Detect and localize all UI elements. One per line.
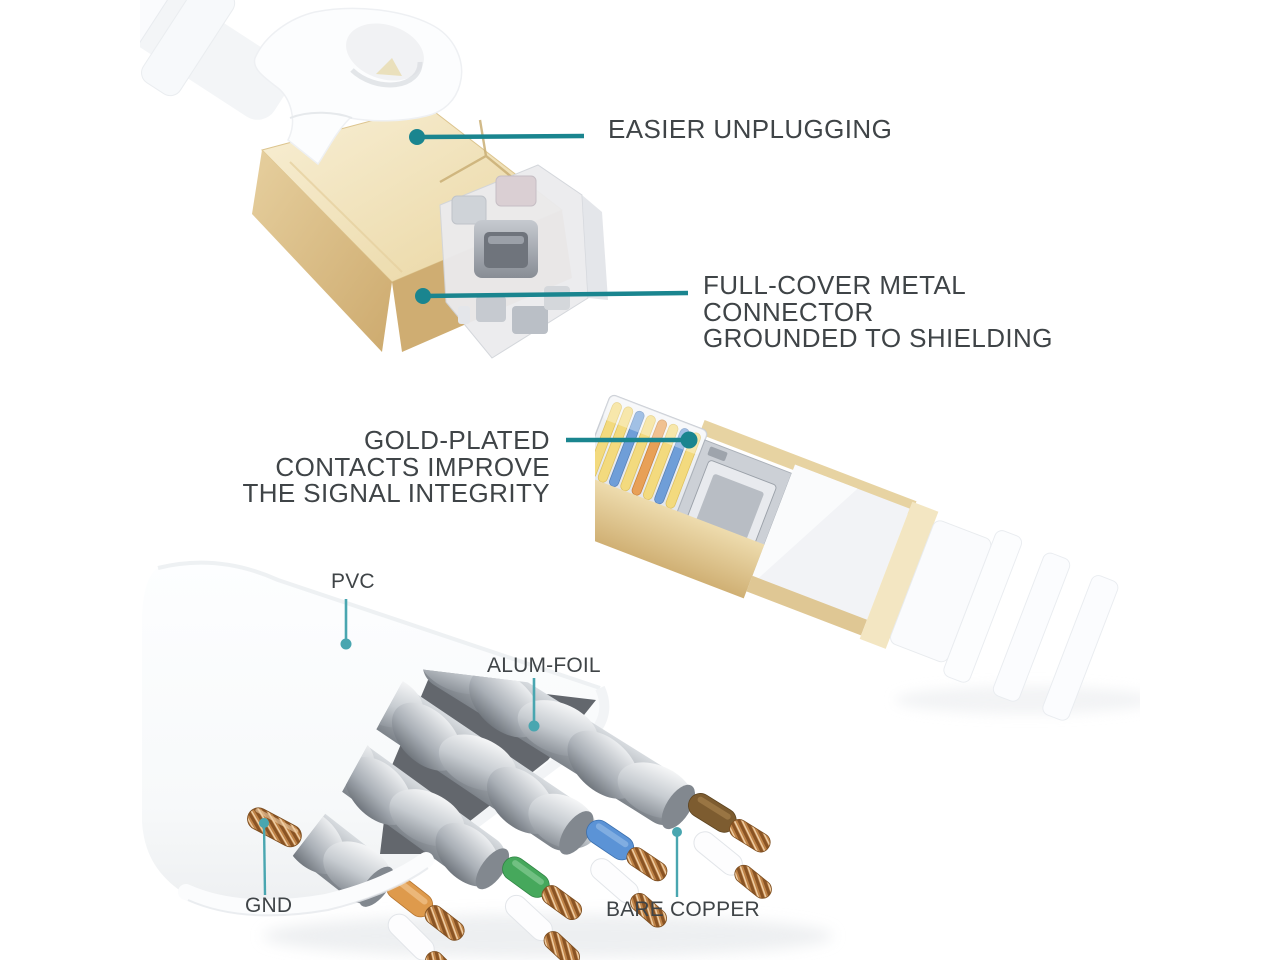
pull-tab-hole	[346, 23, 424, 81]
label-alum-foil: ALUM-FOIL	[487, 654, 601, 677]
gold-shield	[595, 471, 765, 599]
label-pvc: PVC	[331, 570, 375, 593]
label-full-cover-metal: FULL-COVER METAL CONNECTOR GROUNDED TO S…	[703, 272, 1053, 352]
connector-clear-tip	[439, 164, 608, 359]
pull-tab	[253, 7, 463, 166]
label-line: CONTACTS IMPROVE	[275, 451, 550, 482]
cable-cutaway-illustration	[142, 560, 833, 960]
foil-pair-brown	[419, 668, 772, 899]
label-line: CONNECTOR	[703, 296, 874, 327]
label-bare-copper: BARE COPPER	[606, 898, 760, 921]
boot-ridges	[140, 0, 292, 120]
foil-pair-blue	[346, 671, 668, 928]
label-gold-plated: GOLD-PLATED CONTACTS IMPROVE THE SIGNAL …	[190, 427, 550, 507]
label-line: FULL-COVER METAL	[703, 270, 967, 300]
top-connector-illustration	[140, 0, 608, 359]
jacket-lip	[178, 852, 434, 916]
label-easier-unplugging: EASIER UNPLUGGING	[608, 114, 893, 144]
label-line: GOLD-PLATED	[364, 425, 550, 455]
label-line: GROUNDED TO SHIELDING	[703, 323, 1053, 353]
label-line: THE SIGNAL INTEGRITY	[242, 478, 550, 508]
label-gnd: GND	[245, 894, 293, 917]
strain-relief-boot	[859, 501, 1119, 721]
gnd-wire	[247, 807, 302, 848]
jacket-lip-shadow	[187, 867, 429, 917]
shield-window	[746, 464, 910, 636]
front-connector-illustration	[595, 394, 1140, 721]
